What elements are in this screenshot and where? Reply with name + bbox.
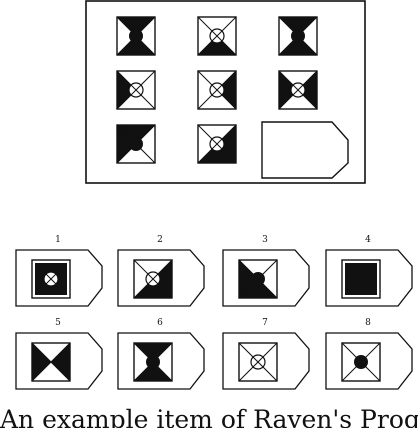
solid-dot-icon [146, 355, 160, 369]
matrix-frame [85, 0, 366, 184]
solid-dot-icon [129, 137, 143, 151]
matrix-cell-r1c2 [197, 16, 237, 56]
option-number: 4 [365, 235, 371, 245]
solid-dot-icon [129, 29, 143, 43]
option-card-1[interactable]: 1 [15, 235, 103, 307]
matrix-cell-r3c2 [197, 124, 237, 164]
option-number: 6 [157, 318, 163, 328]
matrix-cell-r1c3 [278, 16, 318, 56]
option-card-3[interactable]: 3 [222, 235, 310, 307]
option-number: 5 [55, 318, 61, 328]
matrix-cell-r3c1 [116, 124, 156, 164]
option-figure-4 [341, 259, 381, 299]
option-number: 2 [157, 235, 163, 245]
matrix-cell-r1c1 [116, 16, 156, 56]
option-figure-3 [238, 259, 278, 299]
option-figure-5 [31, 342, 71, 382]
option-figure-6 [133, 342, 173, 382]
option-card-7[interactable]: 7 [222, 318, 310, 390]
option-figure-1 [31, 259, 71, 299]
option-card-5[interactable]: 5 [15, 318, 103, 390]
matrix-answer-slot [261, 121, 349, 179]
solid-dot-icon [251, 272, 265, 286]
matrix-cell-r2c1 [116, 70, 156, 110]
matrix-cell-r2c2 [197, 70, 237, 110]
solid-dot-icon [354, 355, 368, 369]
option-card-8[interactable]: 8 [325, 318, 413, 390]
solid-dot-icon [291, 29, 305, 43]
option-card-6[interactable]: 6 [117, 318, 205, 390]
figure-caption: An example item of Raven's Progressive M… [0, 406, 418, 428]
option-figure-7 [238, 342, 278, 382]
matrix-grid [116, 16, 318, 164]
option-card-2[interactable]: 2 [117, 235, 205, 307]
option-figure-8 [341, 342, 381, 382]
matrix-cell-r2c3 [278, 70, 318, 110]
option-number: 1 [55, 235, 61, 245]
option-card-4[interactable]: 4 [325, 235, 413, 307]
option-number: 7 [262, 318, 268, 328]
answer-options: 1 2 3 4 5 6 7 8 [15, 235, 413, 390]
option-number: 8 [365, 318, 371, 328]
option-figure-2 [133, 259, 173, 299]
option-number: 3 [262, 235, 268, 245]
